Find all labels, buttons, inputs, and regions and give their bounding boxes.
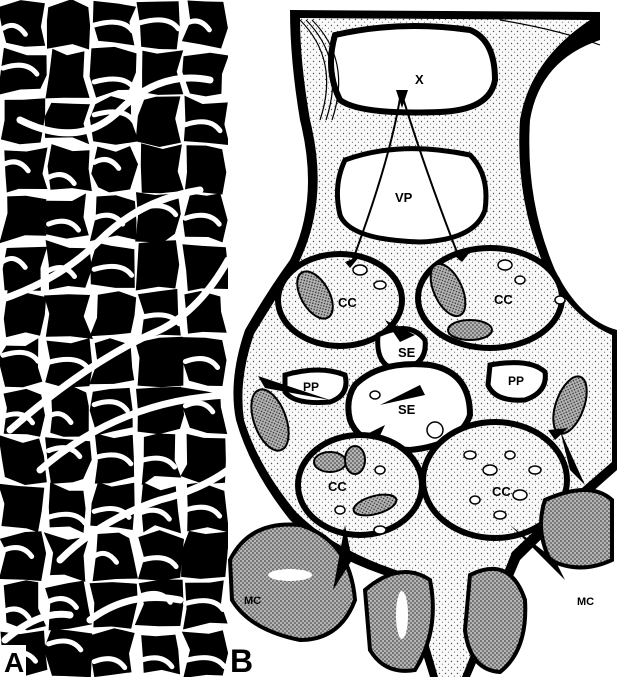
- labyrinth-cell: [141, 143, 184, 193]
- vessel-x: [331, 26, 495, 113]
- label-x: X: [415, 72, 424, 87]
- panel-a-letter: A: [4, 647, 24, 677]
- labyrinth-cell: [141, 635, 180, 675]
- label-mc-left: MC: [244, 595, 261, 607]
- panel-b: [228, 0, 617, 677]
- labyrinth-cell: [136, 240, 179, 290]
- labyrinth-cell: [46, 49, 90, 99]
- label-se-upper: SE: [398, 345, 416, 360]
- labyrinth-cell: [185, 145, 227, 194]
- labyrinth-cell: [0, 0, 45, 47]
- label-vp: VP: [395, 190, 413, 205]
- panel-a: [0, 0, 230, 677]
- panel-b-letter: B: [230, 643, 253, 677]
- labyrinth-cell: [0, 531, 46, 581]
- mc-lumen-left: [268, 569, 312, 581]
- label-cc-upper-left: CC: [338, 295, 357, 310]
- labyrinth-cell: [44, 629, 92, 677]
- labyrinth-cell: [47, 0, 90, 49]
- label-cc-lower-right: CC: [492, 484, 511, 499]
- labyrinth-cell: [138, 530, 184, 581]
- label-mc-right: MC: [577, 596, 594, 608]
- labyrinth-cell: [91, 628, 135, 677]
- labyrinth-cell: [181, 531, 229, 579]
- label-se-central: SE: [398, 402, 416, 417]
- mc-lumen-center: [396, 591, 408, 639]
- mc-cell-right-2: [541, 490, 612, 568]
- label-cc-upper-right: CC: [494, 292, 513, 307]
- labyrinth-cell: [91, 146, 138, 192]
- labyrinth-cell: [45, 581, 92, 631]
- label-pp-right: PP: [508, 374, 524, 388]
- label-cc-lower-left: CC: [328, 479, 347, 494]
- labyrinth-cell: [48, 144, 92, 191]
- label-pp-left: PP: [303, 380, 319, 394]
- labyrinth-cell: [0, 484, 44, 533]
- labyrinth-cell: [136, 337, 184, 388]
